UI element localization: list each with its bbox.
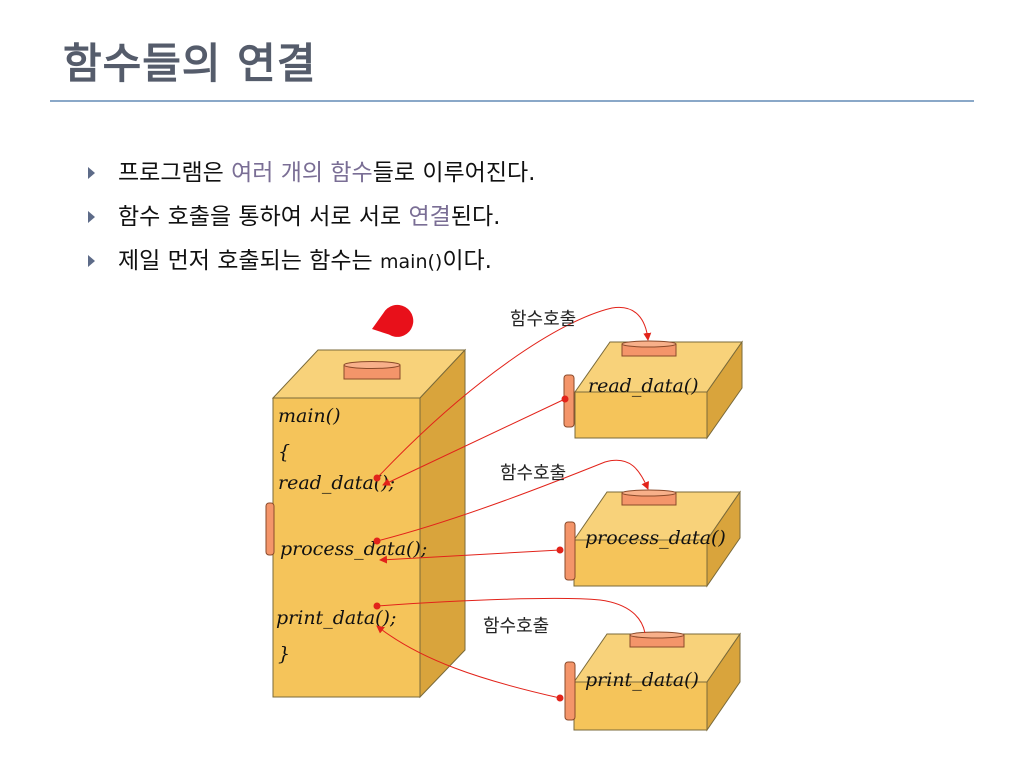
bullet-item: 함수 호출을 통하여 서로 서로 연결된다.: [88, 197, 535, 241]
bullet-item: 프로그램은 여러 개의 함수들로 이루어진다.: [88, 153, 535, 197]
pacman-icon: [372, 304, 414, 337]
call-label: 함수호출: [510, 309, 576, 330]
main-code-line: read_data();: [278, 472, 395, 494]
bullet-arrow-icon: [88, 167, 95, 179]
bullet-arrow-icon: [88, 211, 95, 223]
main-code-line: }: [278, 643, 290, 665]
print-data-box: print_data(): [564, 631, 741, 732]
call-label: 함수호출: [483, 616, 549, 637]
call-arrow: [376, 459, 649, 542]
return-arrow: [376, 625, 561, 699]
side-knob-icon: [265, 502, 275, 556]
call-arrows: [376, 306, 652, 699]
function-label: read_data(): [588, 375, 699, 397]
call-arrow: [376, 597, 646, 634]
bullet-list: 프로그램은 여러 개의 함수들로 이루어진다. 함수 호출을 통하여 서로 서로…: [88, 153, 535, 285]
function-label: print_data(): [585, 669, 699, 691]
read-data-box: read_data(): [563, 340, 743, 440]
main-function-box: main() { read_data(); process_data(); pr…: [265, 348, 467, 699]
call-arrow: [376, 306, 652, 479]
main-code-line: print_data();: [276, 607, 396, 629]
side-knob-icon: [564, 521, 576, 581]
main-code-line: {: [278, 441, 290, 463]
call-label: 함수호출: [500, 463, 566, 484]
arrow-endpoints: [373, 395, 569, 702]
bullet-arrow-icon: [88, 255, 95, 267]
bullet-item: 제일 먼저 호출되는 함수는 main()이다.: [88, 241, 535, 285]
main-code-line: process_data();: [280, 538, 427, 560]
main-code-line: main(): [278, 405, 340, 427]
title-divider: [50, 100, 974, 102]
return-arrow: [379, 549, 561, 564]
function-label: process_data(): [585, 527, 726, 549]
process-data-box: process_data(): [564, 489, 741, 588]
side-knob-icon: [564, 661, 576, 721]
knob-icon: [343, 361, 401, 380]
return-arrow: [382, 398, 566, 486]
page-title: 함수들의 연결: [63, 39, 317, 88]
